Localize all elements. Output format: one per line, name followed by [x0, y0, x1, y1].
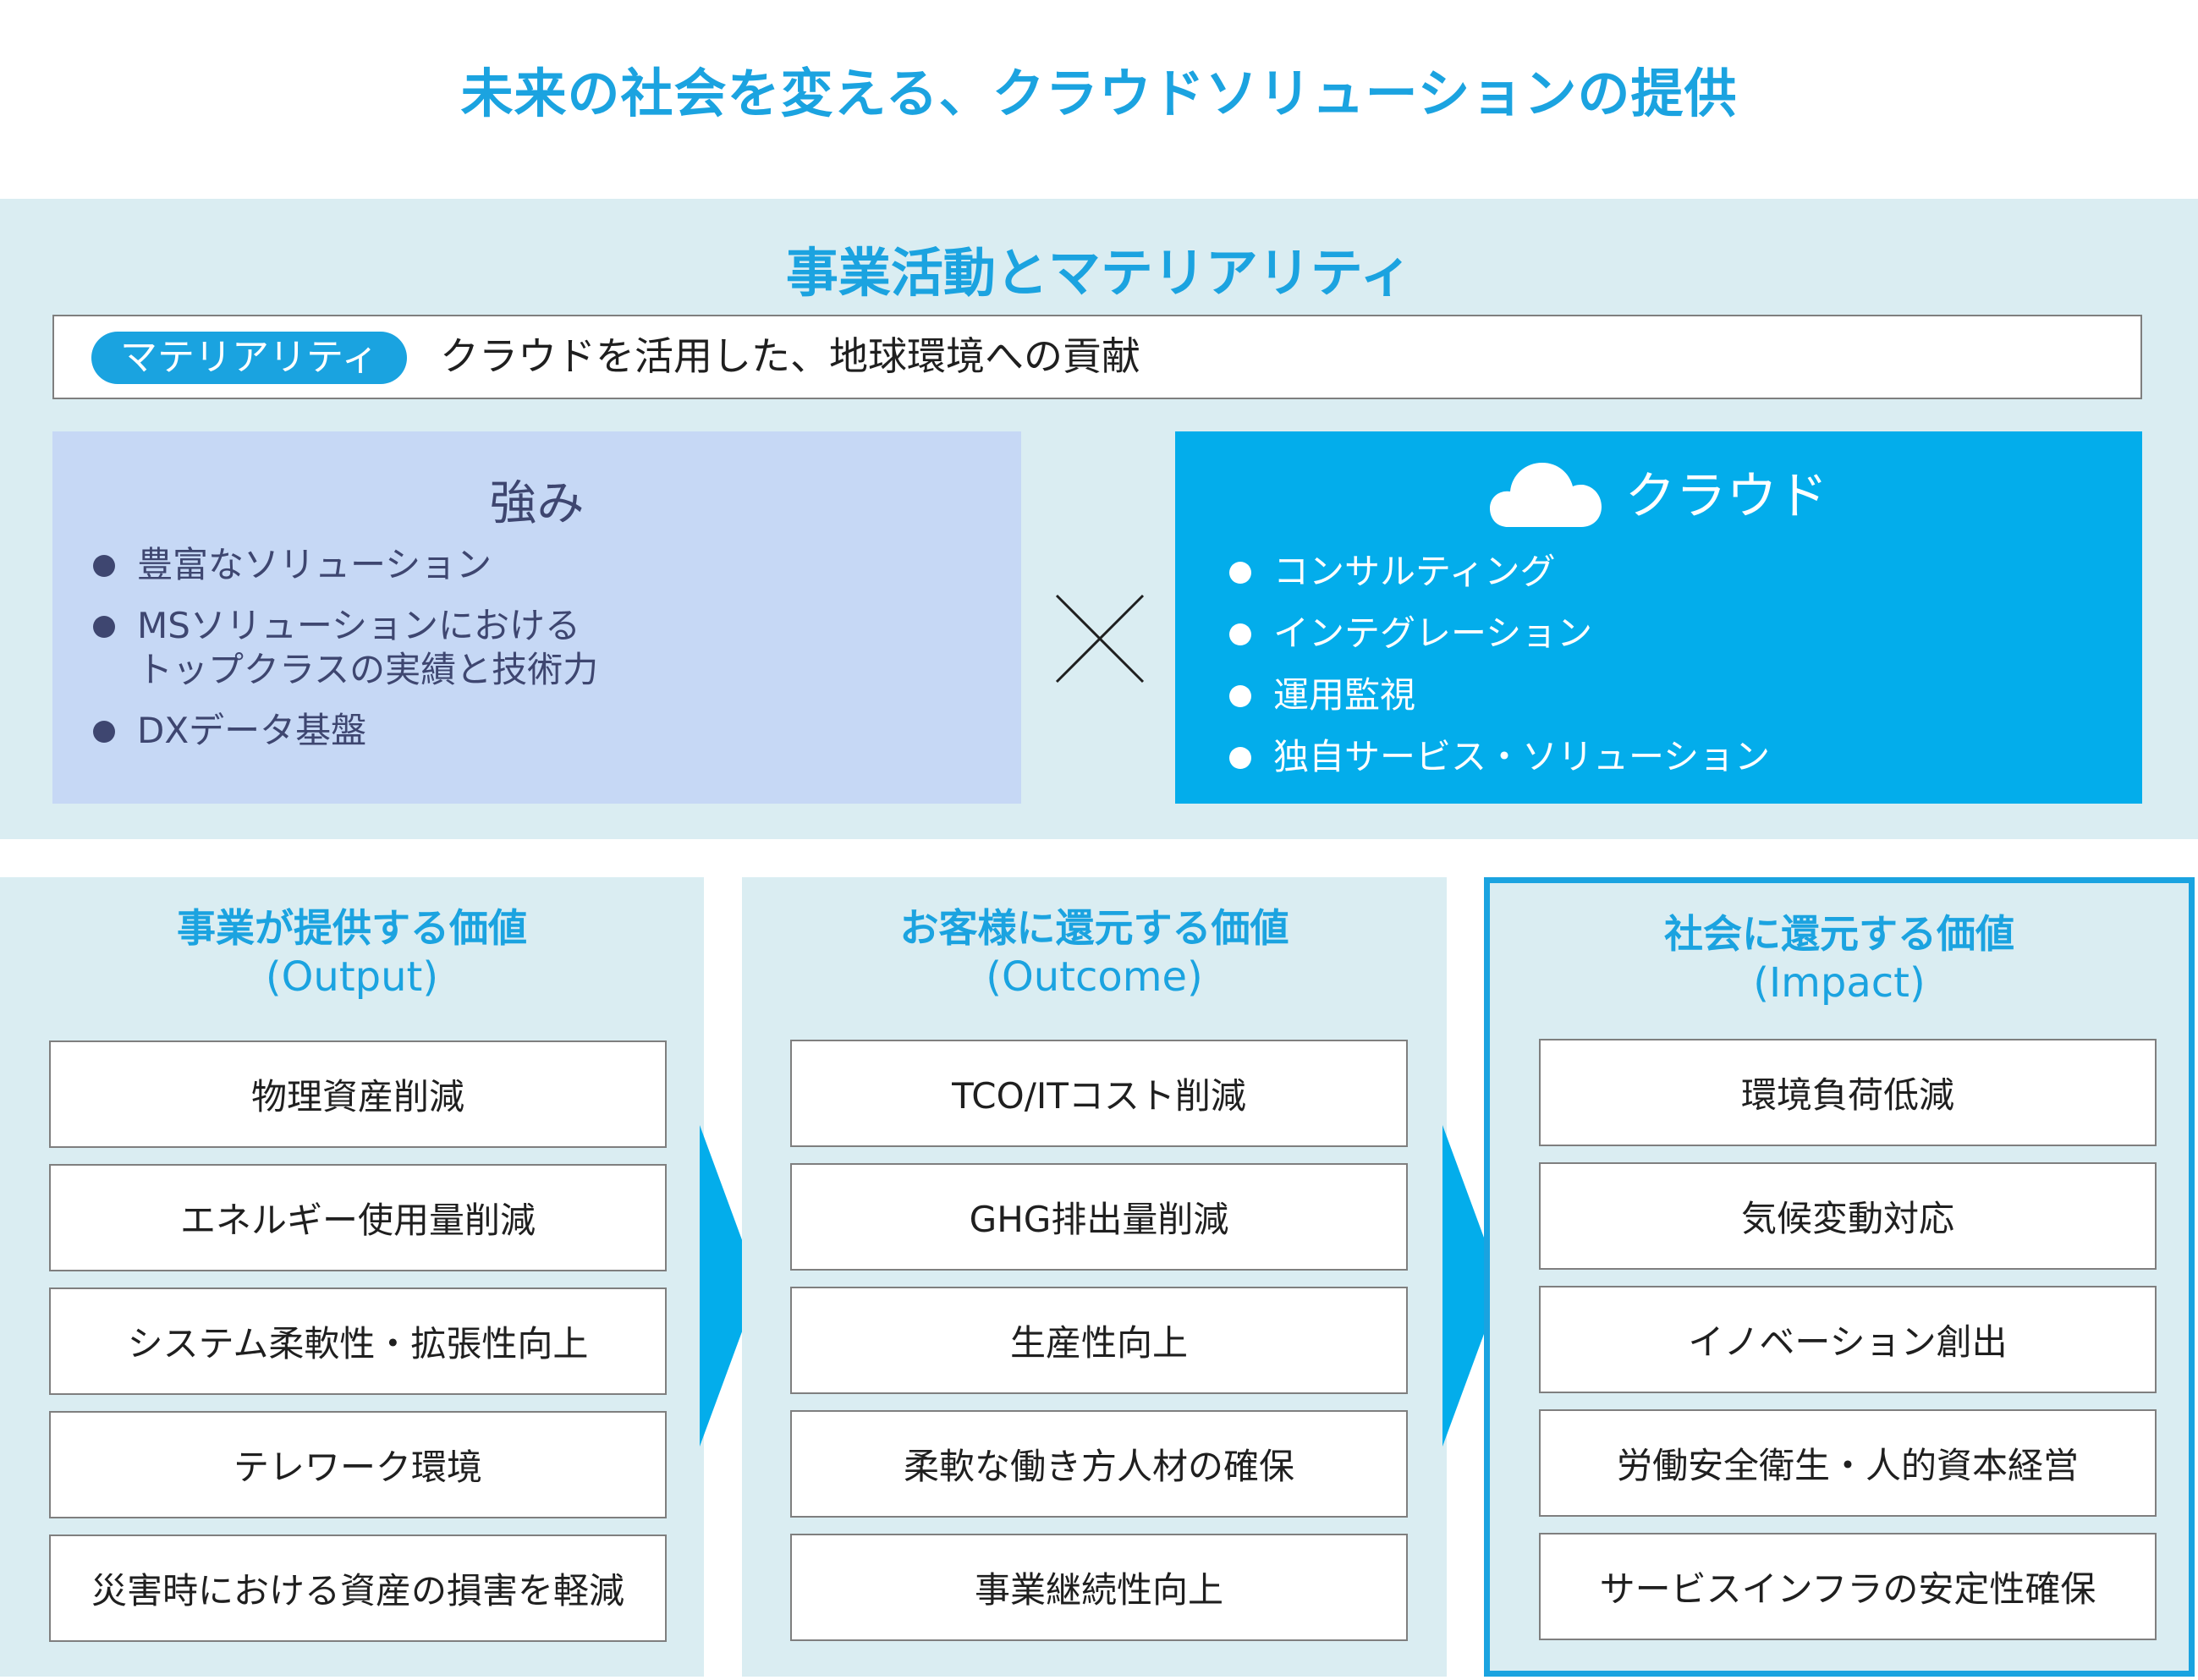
strength-item-label: MSソリューションにおける トップクラスの実績と技術力	[137, 605, 599, 690]
cloud-icon	[1489, 462, 1602, 527]
strength-item-label: DXデータ基盤	[137, 710, 367, 751]
flow-arrow-icon	[700, 1125, 759, 1447]
outcome-value-column: お客様に還元する価値 (Outcome) TCO/ITコスト削減 GHG排出量削…	[742, 877, 1447, 1677]
business-section-title: 事業活動とマテリアリティ	[785, 242, 1413, 304]
bullet-icon	[1229, 747, 1251, 769]
cloud-panel: クラウド コンサルティング インテグレーション 運用監視 独自サービス・ソリュー…	[1175, 431, 2142, 804]
cloud-header: クラウド	[1175, 455, 2142, 531]
column-title: お客様に還元する価値	[899, 905, 1289, 951]
column-subtitle: (Outcome)	[986, 953, 1203, 1001]
value-item: GHG排出量削減	[790, 1163, 1408, 1271]
value-item: エネルギー使用量削減	[49, 1164, 667, 1271]
materiality-badge: マテリアリティ	[91, 332, 408, 384]
cloud-item: 独自サービス・ソリューション	[1229, 735, 1770, 779]
value-item: サービスインフラの安定性確保	[1539, 1533, 2157, 1640]
value-item: 物理資産削減	[49, 1040, 667, 1148]
times-icon	[1055, 594, 1145, 684]
cloud-item: 運用監視	[1229, 673, 1770, 717]
cloud-item: インテグレーション	[1229, 612, 1770, 656]
cloud-item-label: 独自サービス・ソリューション	[1273, 736, 1771, 777]
value-item: 環境負荷低減	[1539, 1039, 2157, 1146]
column-title: 事業が提供する価値	[177, 905, 527, 951]
output-value-column: 事業が提供する価値 (Output) 物理資産削減 エネルギー使用量削減 システ…	[0, 877, 704, 1677]
bullet-icon	[93, 721, 115, 743]
strengths-panel: 強み 豊富なソリューション MSソリューションにおける トップクラスの実績と技術…	[52, 431, 1021, 804]
bullet-icon	[1229, 685, 1251, 707]
strength-item-label: 豊富なソリューション	[137, 544, 492, 585]
impact-value-column: 社会に還元する価値 (Impact) 環境負荷低減 気候変動対応 イノベーション…	[1484, 877, 2195, 1677]
value-item: イノベーション創出	[1539, 1286, 2157, 1393]
bullet-icon	[93, 555, 115, 577]
strength-item: MSソリューションにおける トップクラスの実績と技術力	[93, 604, 598, 692]
strength-item: 豊富なソリューション	[93, 543, 598, 587]
value-item: 事業継続性向上	[790, 1534, 1408, 1641]
strengths-title: 強み	[489, 476, 585, 531]
cloud-item-label: インテグレーション	[1273, 612, 1593, 654]
value-item: 生産性向上	[790, 1287, 1408, 1394]
strength-item: DXデータ基盤	[93, 709, 598, 753]
value-item: TCO/ITコスト削減	[790, 1040, 1408, 1147]
cloud-item-label: 運用監視	[1273, 674, 1416, 716]
bullet-icon	[93, 616, 115, 638]
cloud-title: クラウド	[1624, 467, 1828, 526]
value-item: システム柔軟性・拡張性向上	[49, 1287, 667, 1395]
page-title: 未来の社会を変える、クラウドソリューションの提供	[460, 63, 1738, 124]
value-item: 気候変動対応	[1539, 1162, 2157, 1270]
column-subtitle: (Impact)	[1753, 959, 1926, 1007]
flow-arrow-icon	[1442, 1125, 1502, 1447]
value-item: 柔軟な働き方人材の確保	[790, 1410, 1408, 1518]
column-title: 社会に還元する価値	[1664, 911, 2014, 957]
value-item: テレワーク環境	[49, 1411, 667, 1518]
value-item: 労働安全衛生・人的資本経営	[1539, 1409, 2157, 1517]
strengths-list: 豊富なソリューション MSソリューションにおける トップクラスの実績と技術力 D…	[93, 543, 598, 770]
bullet-icon	[1229, 623, 1251, 645]
cloud-list: コンサルティング インテグレーション 運用監視 独自サービス・ソリューション	[1229, 550, 1770, 797]
value-item: 災害時における資産の損害を軽減	[49, 1535, 667, 1642]
cloud-item-label: コンサルティング	[1273, 551, 1556, 592]
materiality-text: クラウドを活用した、地球環境への貢献	[440, 333, 1140, 379]
column-subtitle: (Output)	[265, 953, 439, 1001]
bullet-icon	[1229, 562, 1251, 584]
materiality-bar: マテリアリティ クラウドを活用した、地球環境への貢献	[52, 315, 2142, 399]
cloud-item: コンサルティング	[1229, 550, 1770, 594]
